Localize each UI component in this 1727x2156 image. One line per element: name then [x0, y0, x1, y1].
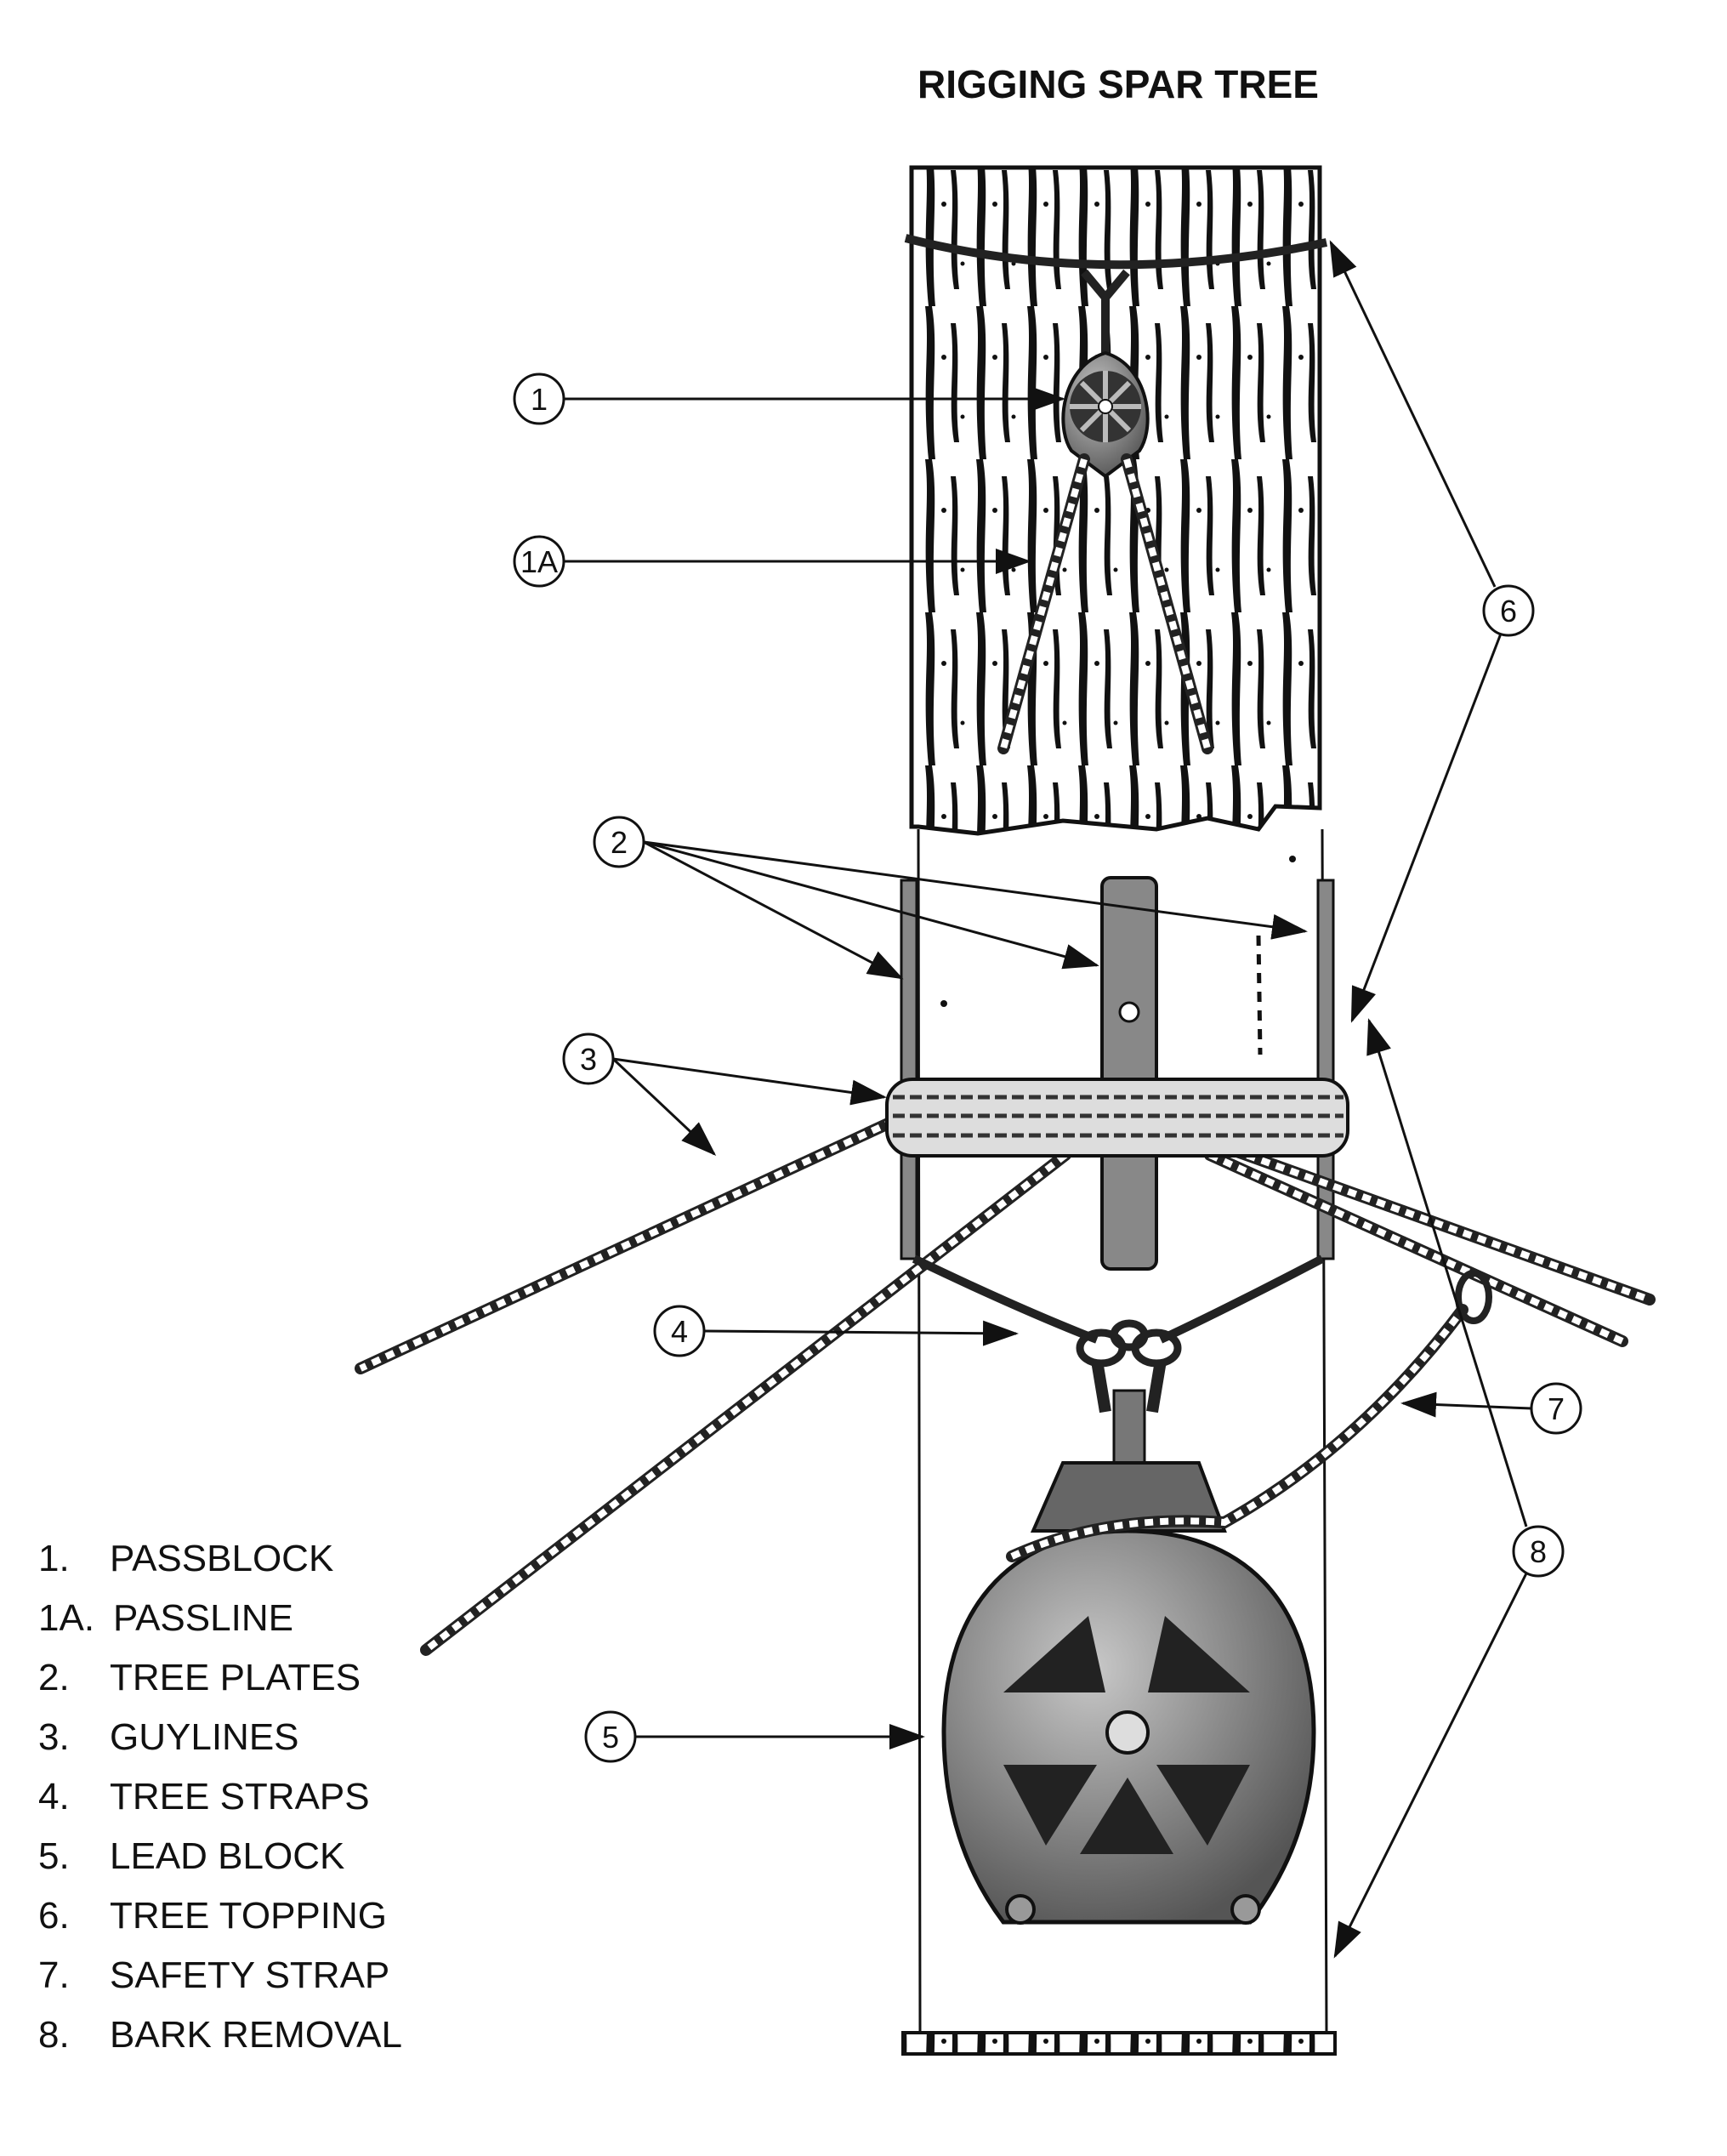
legend-num: 2. [38, 1657, 70, 1698]
lead-block [941, 1389, 1316, 1925]
svg-text:2: 2 [611, 825, 628, 860]
legend-num: 1. [38, 1538, 70, 1579]
svg-text:6: 6 [1500, 594, 1517, 629]
callout-5: 5 [584, 1710, 637, 1763]
callout-3: 3 [562, 1032, 615, 1085]
guylines [355, 1115, 1656, 1656]
svg-text:3: 3 [580, 1042, 597, 1077]
legend-num: 6. [38, 1895, 70, 1937]
legend-num: 4. [38, 1776, 70, 1818]
callout-2: 2 [593, 816, 645, 868]
legend-label: GUYLINES [110, 1716, 299, 1758]
tree-plates [900, 876, 1335, 1271]
callout-7: 7 [1530, 1382, 1582, 1435]
legend-label: TREE TOPPING [110, 1895, 387, 1937]
legend-label: BARK REMOVAL [110, 2014, 402, 2056]
upper-trunk-bark [909, 165, 1322, 836]
legend-label: SAFETY STRAP [110, 1954, 389, 1996]
svg-text:1A: 1A [520, 544, 558, 579]
callout-4: 4 [653, 1305, 706, 1357]
legend-num: 8. [38, 2014, 70, 2056]
legend-num: 7. [38, 1954, 70, 1996]
leader-lines [564, 240, 1532, 1959]
legend-num: 3. [38, 1716, 70, 1758]
legend-label: PASSLINE [113, 1597, 293, 1639]
passline [997, 453, 1213, 754]
svg-text:4: 4 [671, 1314, 688, 1349]
callout-1: 1 [513, 373, 565, 425]
legend-label: TREE STRAPS [110, 1776, 370, 1818]
legend-label: LEAD BLOCK [110, 1835, 344, 1877]
svg-text:8: 8 [1530, 1534, 1547, 1569]
callout-8: 8 [1512, 1525, 1565, 1578]
legend-num: 5. [38, 1835, 70, 1877]
safety-strap [1006, 1270, 1492, 1562]
legend-label: PASSBLOCK [110, 1538, 333, 1579]
svg-text:7: 7 [1548, 1391, 1565, 1426]
callout-1a: 1A [513, 535, 565, 588]
passblock [1061, 293, 1150, 479]
svg-text:5: 5 [602, 1720, 619, 1755]
legend-num: 1A. [38, 1597, 94, 1639]
svg-text:1: 1 [531, 382, 548, 417]
legend: 1. PASSBLOCK 1A. PASSLINE 2. TREE PLATES 3.… [38, 1538, 402, 2056]
legend-label: TREE PLATES [110, 1657, 361, 1698]
lower-trunk-debarked [901, 828, 1337, 2056]
guyline-wraps [885, 1078, 1349, 1158]
callout-6: 6 [1482, 584, 1535, 637]
tree-straps [912, 1254, 1325, 1414]
diagram-title: RIGGING SPAR TREE [917, 62, 1319, 106]
